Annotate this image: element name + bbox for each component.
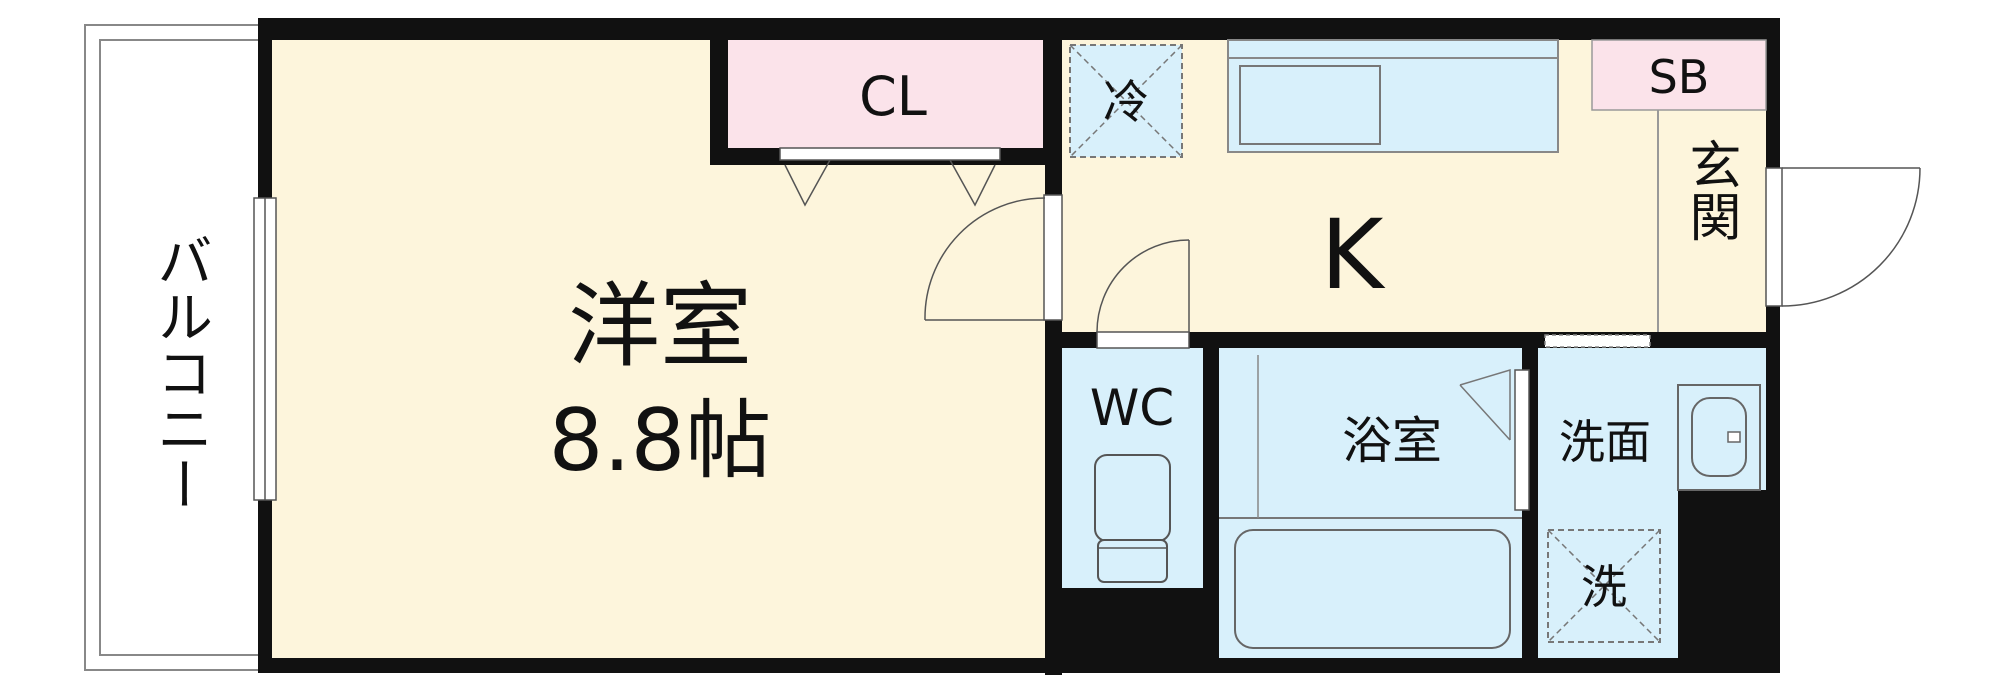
closet-label: CL — [859, 65, 927, 128]
closet-floor — [728, 40, 1043, 148]
washer-space — [1547, 529, 1661, 643]
entrance-door — [1765, 167, 1921, 307]
fridge-space — [1069, 44, 1183, 158]
shoe-box-label: SB — [1649, 50, 1710, 104]
western-room-size-label: 8.8帖 — [549, 391, 772, 491]
toilet-label: WC — [1090, 379, 1174, 437]
wash-basin — [1677, 384, 1761, 491]
bathroom-label: 浴室 — [1342, 412, 1442, 470]
washer-label: 洗 — [1581, 560, 1627, 614]
washroom-opening — [1544, 334, 1651, 348]
balcony-window — [253, 197, 277, 501]
closet-doors — [779, 147, 1001, 207]
balcony — [84, 24, 271, 671]
kitchen-counter — [1227, 39, 1559, 153]
toilet — [1094, 454, 1171, 583]
bathtub — [1234, 529, 1511, 649]
western-room-name-label: 洋室 — [568, 273, 752, 380]
bathroom-door — [1514, 369, 1530, 511]
shoe-box — [1591, 39, 1767, 111]
entrance-label: 玄関 — [1680, 138, 1740, 242]
washroom-label: 洗面 — [1559, 415, 1651, 469]
western-room-door — [924, 194, 1063, 321]
fridge-label: 冷 — [1103, 75, 1149, 129]
balcony-label: バルコニー — [148, 232, 213, 512]
kitchen-label: K — [1321, 199, 1386, 311]
wc-door — [1096, 239, 1190, 349]
